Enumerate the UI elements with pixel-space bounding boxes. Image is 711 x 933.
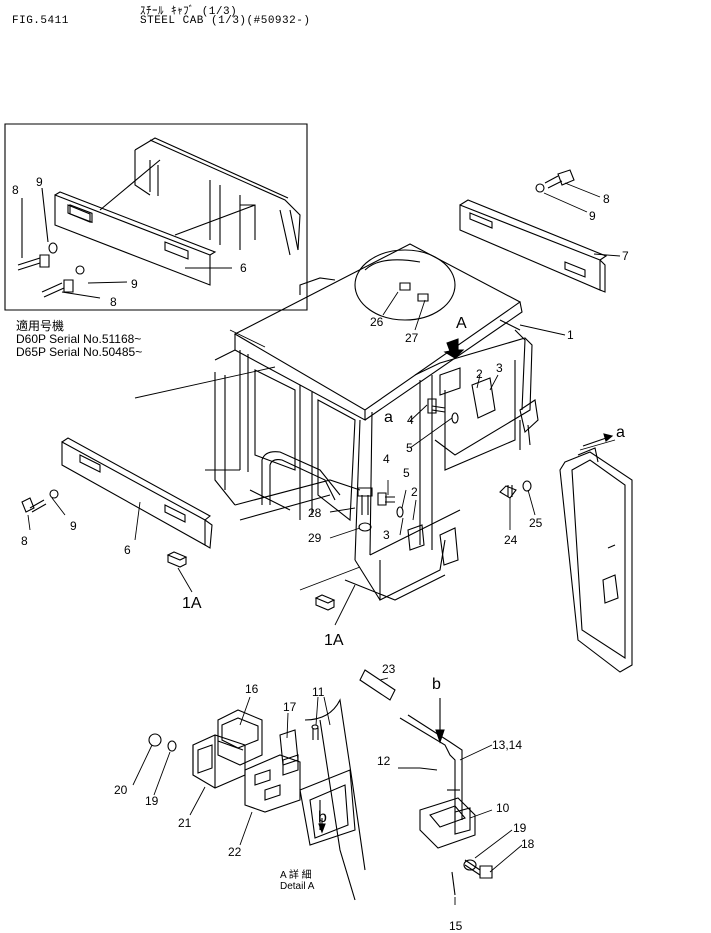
cab-body bbox=[205, 244, 538, 600]
callout-17: 17 bbox=[283, 700, 297, 714]
callout-8: 8 bbox=[603, 192, 610, 206]
callout-11: 11 bbox=[312, 685, 325, 699]
callout-15: 15 bbox=[449, 919, 463, 933]
ref-a-right: a bbox=[616, 424, 625, 441]
callout-20: 20 bbox=[114, 783, 128, 797]
view-arrow-A bbox=[445, 339, 463, 358]
callout-1A: 1A bbox=[324, 632, 344, 649]
applicability-note: 適用号機 D60P Serial No.51168~ D65P Serial N… bbox=[16, 320, 142, 359]
door-panel bbox=[560, 448, 632, 672]
callout-25: 25 bbox=[529, 516, 543, 530]
figure-number: FIG.5411 bbox=[12, 15, 69, 27]
callout-9: 9 bbox=[131, 277, 138, 291]
callout-22: 22 bbox=[228, 845, 242, 859]
ref-b-top: b bbox=[432, 676, 441, 693]
callout-8: 8 bbox=[12, 183, 19, 197]
ref-b-detail: b bbox=[318, 809, 327, 826]
callout-1A: 1A bbox=[182, 595, 202, 612]
detail-leader-lines bbox=[133, 678, 522, 905]
title-english: STEEL CAB (1/3)(#50932-) bbox=[140, 15, 311, 27]
callout-4: 4 bbox=[407, 413, 414, 427]
callout-29: 29 bbox=[308, 531, 322, 545]
callout-9: 9 bbox=[36, 175, 43, 189]
applicability-heading: 適用号機 bbox=[16, 319, 65, 333]
callout-16: 16 bbox=[245, 682, 259, 696]
title-japanese: ｽﾁｰﾙ ｷｬﾌﾞ (1/3) bbox=[140, 6, 238, 18]
callout-4: 4 bbox=[383, 452, 390, 466]
cover-plate-7 bbox=[460, 200, 606, 292]
callout-7: 7 bbox=[622, 249, 629, 263]
callout-21: 21 bbox=[178, 816, 192, 830]
callout-8: 8 bbox=[110, 295, 117, 309]
callout-24: 24 bbox=[504, 533, 518, 547]
applicability-line-d60p: D60P Serial No.51168~ bbox=[16, 332, 142, 346]
callout-9: 9 bbox=[70, 519, 77, 533]
view-label-A: A bbox=[456, 315, 467, 332]
detail-label-jp: A 詳 細 bbox=[280, 870, 312, 881]
callout-3: 3 bbox=[383, 528, 390, 542]
callout-9: 9 bbox=[589, 209, 596, 223]
callout-27: 27 bbox=[405, 331, 419, 345]
callout-28: 28 bbox=[308, 506, 322, 520]
callout-2: 2 bbox=[411, 485, 418, 499]
callout-5: 5 bbox=[403, 466, 410, 480]
callout-5: 5 bbox=[406, 441, 413, 455]
fasteners bbox=[22, 170, 574, 610]
detail-label-en: Detail A bbox=[280, 881, 315, 892]
callout-10: 10 bbox=[496, 801, 510, 815]
inset-box bbox=[5, 124, 307, 310]
callout-23: 23 bbox=[382, 662, 396, 676]
callout-19: 19 bbox=[513, 821, 527, 835]
detail-A-parts bbox=[149, 670, 492, 900]
leader-lines bbox=[28, 183, 620, 625]
callout-26: 26 bbox=[370, 315, 384, 329]
ref-a-left: a bbox=[384, 409, 393, 426]
callout-19: 19 bbox=[145, 794, 159, 808]
callout-8: 8 bbox=[21, 534, 28, 548]
applicability-line-d65p: D65P Serial No.50485~ bbox=[16, 345, 143, 359]
callout-3: 3 bbox=[496, 361, 503, 375]
callout-6: 6 bbox=[240, 261, 247, 275]
callout-12: 12 bbox=[377, 754, 391, 768]
callout-2: 2 bbox=[476, 367, 483, 381]
callout-1: 1 bbox=[567, 328, 574, 342]
callout-6: 6 bbox=[124, 543, 131, 557]
callout-18: 18 bbox=[521, 837, 535, 851]
callout-13-14: 13,14 bbox=[492, 738, 523, 752]
cover-plate-6 bbox=[62, 438, 212, 548]
